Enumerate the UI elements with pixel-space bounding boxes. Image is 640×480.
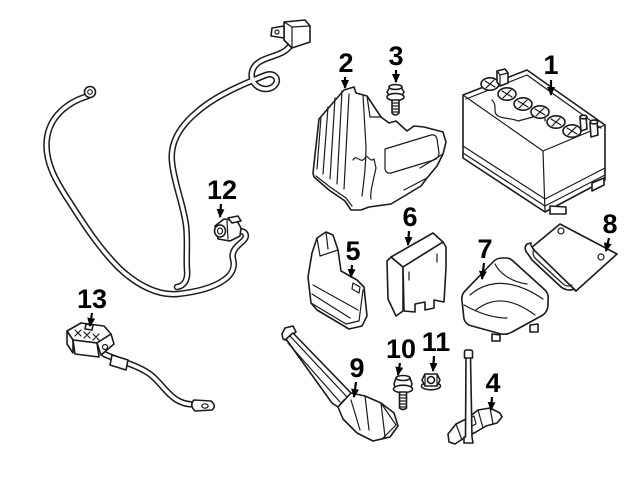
callout-4-label: 4	[485, 368, 500, 398]
callout-5-arrow	[347, 264, 356, 278]
bolt-icon	[392, 374, 414, 411]
battery-tray-illustration	[312, 86, 447, 211]
callout-4-arrow	[487, 396, 496, 411]
cable-connector-icon	[270, 19, 311, 49]
battery-cover-illustration	[461, 257, 549, 342]
callout-5-label: 5	[345, 236, 360, 266]
callout-13-arrow	[87, 312, 96, 327]
callout-12-arrow	[216, 203, 225, 218]
ring-terminal-icon	[83, 85, 97, 99]
callout-3-label: 3	[388, 41, 403, 71]
negative-cable-illustration	[66, 322, 216, 412]
cable-harness-illustration	[43, 19, 311, 298]
callout-9-arrow	[351, 381, 360, 398]
folded-bracket-illustration	[386, 232, 447, 317]
callout-10-arrow	[395, 362, 404, 376]
callout-13-label: 13	[77, 284, 107, 314]
callout-11-arrow	[429, 355, 438, 372]
nut-icon	[420, 373, 442, 391]
callout-1-label: 1	[543, 50, 558, 80]
callout-2-label: 2	[338, 48, 353, 78]
bolt-icon	[386, 83, 405, 116]
callout-7-arrow	[479, 262, 487, 280]
callout-8-label: 8	[602, 209, 617, 239]
terminal-sensor-icon	[213, 215, 242, 242]
callout-11-label: 11	[422, 327, 451, 357]
callout-6-arrow	[404, 230, 413, 246]
support-bracket-illustration	[281, 325, 399, 442]
ring-terminal-icon	[190, 399, 216, 412]
callout-12-label: 12	[207, 175, 237, 205]
callout-7-label: 7	[477, 234, 492, 264]
battery-terminal-icons	[496, 68, 599, 138]
hold-down-rod-illustration	[447, 349, 503, 445]
callout-10-label: 10	[386, 334, 416, 364]
callout-8-arrow	[603, 237, 612, 252]
callout-9-label: 9	[349, 353, 364, 383]
battery-illustration	[462, 68, 606, 215]
side-bracket-illustration	[307, 231, 368, 330]
mounting-plate-illustration	[524, 223, 618, 292]
terminal-block-icon	[66, 322, 115, 358]
vent-cap-icons	[480, 77, 582, 139]
callout-6-label: 6	[402, 202, 417, 232]
